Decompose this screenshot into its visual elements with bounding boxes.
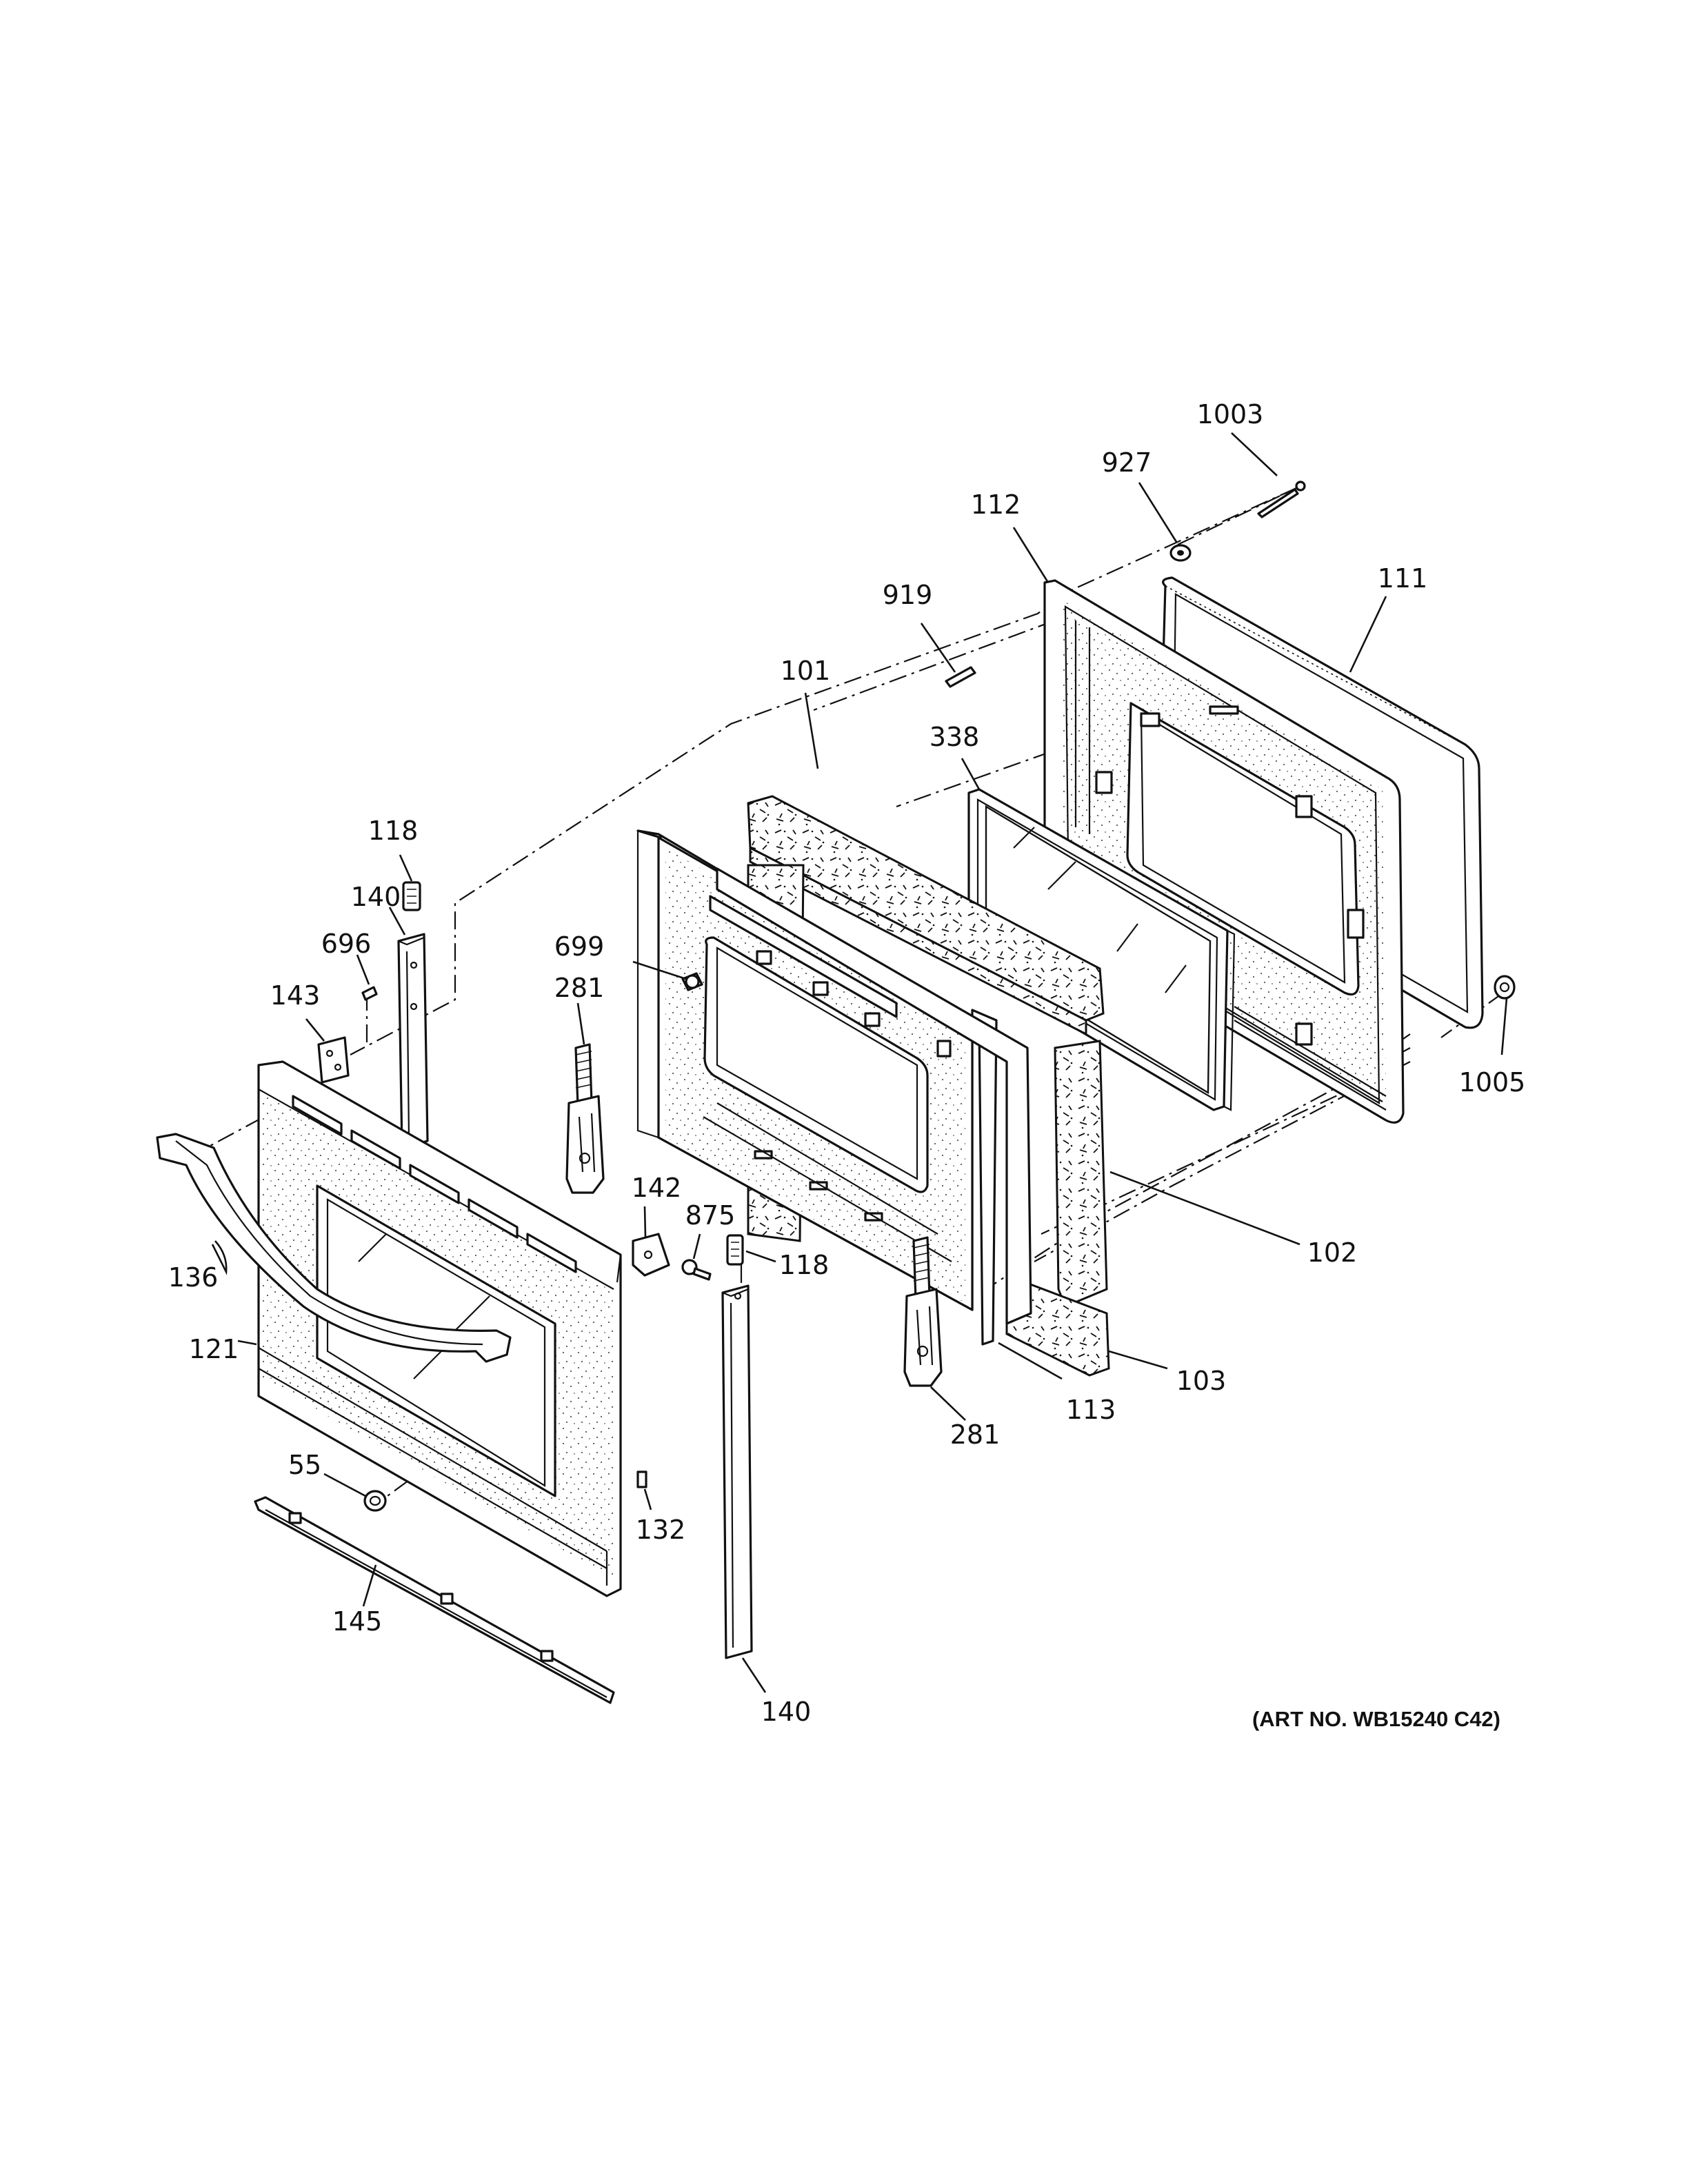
part-118-clip-upper xyxy=(402,881,421,911)
part-143-bracket xyxy=(317,1036,350,1084)
part-142-bracket xyxy=(632,1233,670,1277)
part-112-inner-liner xyxy=(1043,579,1405,1124)
part-699-screw xyxy=(681,972,703,991)
callout-338: 338 xyxy=(930,722,980,752)
part-102-insulation xyxy=(1054,1040,1108,1308)
callout-140-upper: 140 xyxy=(351,882,401,912)
callout-121: 121 xyxy=(189,1334,239,1364)
callout-136: 136 xyxy=(168,1262,219,1293)
callout-101: 101 xyxy=(781,656,831,686)
callout-102: 102 xyxy=(1307,1237,1358,1268)
callout-labels: 1003 927 112 111 919 101 338 118 140 696… xyxy=(168,399,1526,1727)
callout-699: 699 xyxy=(554,931,605,962)
part-118-clip-lower xyxy=(726,1234,744,1266)
callout-132: 132 xyxy=(636,1515,686,1545)
part-140-channel-lower xyxy=(721,1284,753,1659)
callout-927: 927 xyxy=(1102,447,1152,478)
callout-112: 112 xyxy=(971,489,1021,520)
part-145-trim xyxy=(254,1496,615,1704)
callout-281-lower: 281 xyxy=(950,1419,1001,1450)
callout-55: 55 xyxy=(288,1450,321,1480)
callout-875: 875 xyxy=(685,1200,736,1231)
part-281-hinge-upper xyxy=(565,1043,605,1194)
part-281-hinge-lower xyxy=(903,1236,943,1387)
part-1003-screw xyxy=(1257,481,1306,518)
part-140-channel-upper xyxy=(397,933,429,1149)
part-927-washer xyxy=(1169,544,1192,562)
part-55-screw xyxy=(363,1490,387,1512)
callout-118-lower: 118 xyxy=(779,1250,830,1280)
callout-696: 696 xyxy=(321,929,372,959)
part-875-screw xyxy=(681,1259,712,1281)
callout-281-upper: 281 xyxy=(554,973,605,1003)
callout-103: 103 xyxy=(1176,1366,1227,1396)
art-number: (ART NO. WB15240 C42) xyxy=(1252,1707,1500,1731)
part-113-inner-panel xyxy=(636,829,1032,1346)
callout-143: 143 xyxy=(270,980,321,1011)
part-136-handle xyxy=(156,1133,512,1363)
leader-lines xyxy=(211,432,1508,1693)
callout-1003: 1003 xyxy=(1197,399,1264,429)
part-919-pin xyxy=(945,666,976,688)
callout-145: 145 xyxy=(332,1606,383,1637)
callout-140-lower: 140 xyxy=(761,1697,812,1727)
part-696-fastener xyxy=(361,986,378,1001)
part-1005-bumper xyxy=(1494,975,1516,1000)
callout-142: 142 xyxy=(632,1173,682,1203)
callout-1005: 1005 xyxy=(1459,1067,1526,1098)
callout-118-upper: 118 xyxy=(368,816,419,846)
callout-113: 113 xyxy=(1066,1395,1116,1425)
callout-919: 919 xyxy=(883,580,933,610)
callout-111: 111 xyxy=(1378,563,1428,594)
